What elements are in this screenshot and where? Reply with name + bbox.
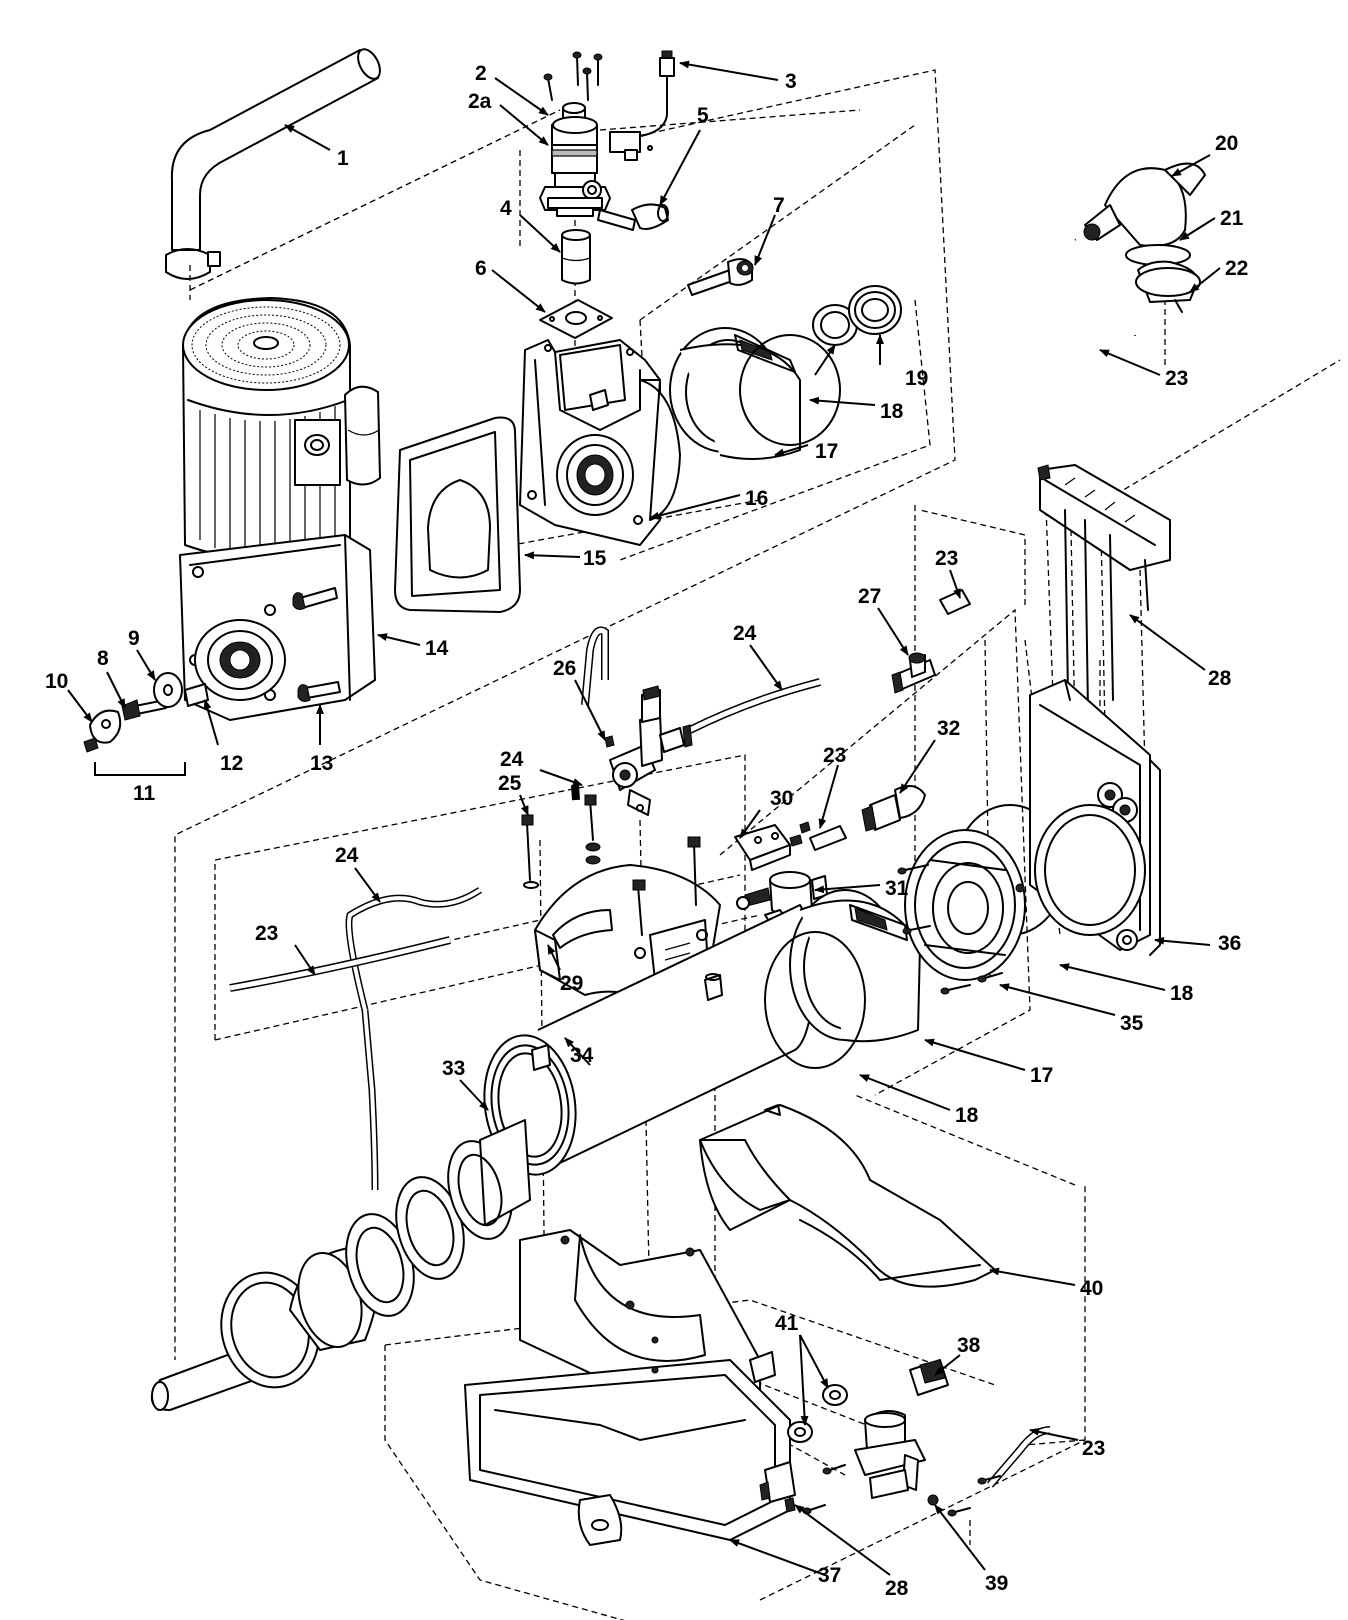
part-14-gearbox — [179, 534, 376, 721]
callout-31: 31 — [885, 877, 909, 900]
callout-18-lower: 18 — [955, 1104, 979, 1127]
part-2-valve-assembly — [539, 102, 611, 217]
parts-8-12-shaft-hardware — [83, 672, 209, 753]
part-25-bolts — [521, 794, 701, 936]
callout-41: 41 — [775, 1312, 799, 1335]
part-28-level-probe — [1037, 464, 1171, 711]
callout-16: 16 — [745, 487, 768, 510]
motor-assembly — [182, 297, 381, 561]
callout-27: 27 — [858, 585, 881, 608]
callout-14: 14 — [425, 637, 449, 660]
callout-23-spout: 23 — [1165, 367, 1188, 390]
part-41-bushings — [787, 1384, 848, 1443]
part-36-tank — [1029, 679, 1161, 956]
part-1-hose — [165, 48, 381, 280]
callout-20: 20 — [1215, 132, 1238, 155]
callout-17-lower: 17 — [1030, 1064, 1053, 1087]
callout-6: 6 — [475, 257, 487, 280]
callout-36: 36 — [1218, 932, 1241, 955]
part-33-auger — [150, 1119, 531, 1411]
callout-30: 30 — [770, 787, 793, 810]
callout-25: 25 — [498, 772, 522, 795]
callout-38: 38 — [957, 1334, 981, 1357]
callout-28-lower: 28 — [885, 1577, 909, 1600]
part-28-lower-sensor — [759, 1461, 796, 1513]
callout-24-left: 24 — [335, 844, 359, 867]
callout-5: 5 — [697, 104, 709, 127]
part-20-22-spout — [1083, 162, 1206, 313]
callout-18-upper: 18 — [880, 400, 904, 423]
callout-9: 9 — [128, 627, 140, 650]
callout-labels: 1 2 2a 3 4 5 6 7 8 9 10 11 12 13 14 15 1… — [45, 62, 1248, 1600]
callout-32: 32 — [937, 717, 960, 740]
part-17-clamp-upper — [669, 327, 801, 460]
part-39-solenoid — [854, 1410, 939, 1506]
part-32-fitting — [861, 785, 926, 832]
callout-28-upper: 28 — [1208, 667, 1232, 690]
callout-13: 13 — [310, 752, 333, 775]
callout-3: 3 — [785, 70, 797, 93]
part-16-housing — [519, 339, 681, 546]
callout-2a: 2a — [468, 90, 492, 113]
callout-24-mid: 24 — [500, 748, 524, 771]
leader-lines — [67, 60, 1221, 1576]
callout-37: 37 — [818, 1564, 841, 1587]
callout-15: 15 — [583, 547, 607, 570]
callout-12: 12 — [220, 752, 243, 775]
callout-17-upper: 17 — [815, 440, 838, 463]
part-35-screws — [897, 864, 1003, 995]
callout-23-lower: 23 — [1082, 1437, 1105, 1460]
callout-22: 22 — [1225, 257, 1248, 280]
part-27-tee — [891, 652, 936, 694]
part-26-regulator — [604, 685, 693, 816]
part-18-oring-upper — [739, 334, 841, 446]
part-6-gasket — [539, 299, 613, 339]
part-38-connector — [909, 1359, 949, 1396]
callout-24-upper: 24 — [733, 622, 757, 645]
callout-18-mid: 18 — [1170, 982, 1194, 1005]
callout-11: 11 — [133, 782, 156, 805]
callout-39: 39 — [985, 1572, 1008, 1595]
callout-7: 7 — [773, 194, 785, 217]
part-17-clamp-lower — [789, 889, 921, 1043]
callout-23-tee: 23 — [935, 547, 958, 570]
part-35-flange — [904, 829, 1026, 981]
callout-2: 2 — [475, 62, 487, 85]
part-4-sleeve — [561, 229, 591, 285]
callout-19: 19 — [905, 367, 928, 390]
callout-10: 10 — [45, 670, 68, 693]
callout-23-mid: 23 — [823, 744, 846, 767]
part-19-seals-upper — [812, 285, 902, 346]
callout-29: 29 — [560, 972, 583, 995]
part-15-plate — [394, 416, 521, 613]
callout-33: 33 — [442, 1057, 465, 1080]
callout-23-left: 23 — [255, 922, 278, 945]
part-3-sensor-cable — [609, 50, 675, 161]
part-7-nozzle — [687, 258, 754, 296]
callout-21: 21 — [1220, 207, 1244, 230]
callout-26: 26 — [553, 657, 576, 680]
callout-4: 4 — [500, 197, 512, 220]
part-23-24-tubing — [229, 238, 1137, 1488]
callout-35: 35 — [1120, 1012, 1144, 1035]
callout-40: 40 — [1080, 1277, 1103, 1300]
part-5-elbow — [597, 203, 669, 231]
part-30-switch — [734, 821, 811, 871]
part-37-base — [464, 1229, 791, 1546]
part-screws-top — [543, 51, 603, 101]
callout-8: 8 — [97, 647, 109, 670]
part-40-trough — [699, 1104, 996, 1288]
callout-1: 1 — [337, 147, 349, 170]
part-13-bolts — [292, 587, 341, 702]
callout-34: 34 — [570, 1044, 594, 1067]
